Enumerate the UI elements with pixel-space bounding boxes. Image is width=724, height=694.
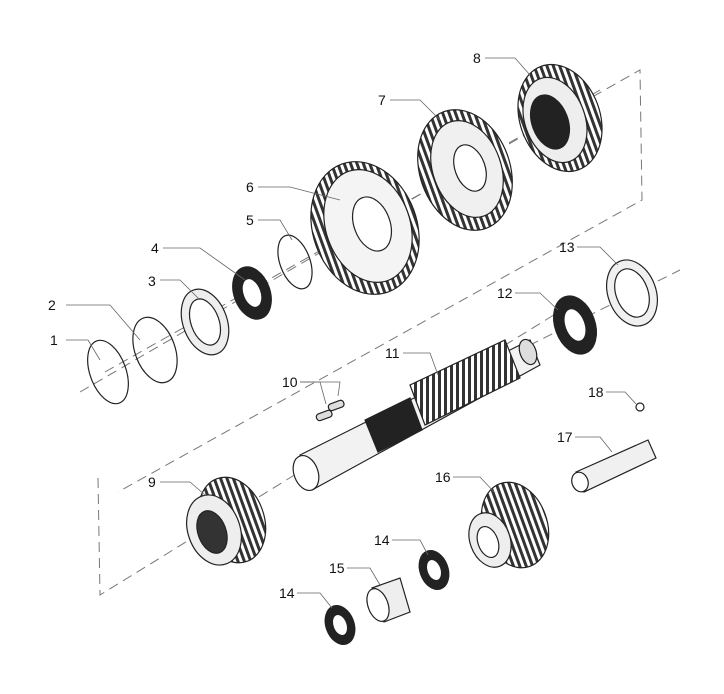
- callout-9: 9: [148, 474, 156, 490]
- snap-ring-part-5: [277, 234, 313, 290]
- bearing-race-part-13: [606, 259, 658, 327]
- gear-part-8: [517, 63, 603, 173]
- callout-14-upper: 14: [374, 532, 390, 548]
- callout-14-lower: 14: [279, 585, 295, 601]
- callout-4: 4: [151, 240, 159, 256]
- leader-lines: [66, 57, 637, 609]
- snap-ring-part-1: [87, 339, 129, 405]
- callout-7: 7: [378, 92, 386, 108]
- callout-1: 1: [50, 332, 58, 348]
- bearing-part-12: [552, 295, 598, 355]
- callout-3: 3: [148, 273, 156, 289]
- needle-bearing-part-4: [232, 266, 272, 320]
- needle-bearing-part-14-upper: [418, 550, 450, 590]
- keys-part-10: [315, 399, 345, 422]
- gear-part-9: [186, 476, 267, 566]
- large-gear-part-6: [310, 161, 420, 295]
- bearing-race-part-3: [180, 288, 230, 356]
- callout-6: 6: [246, 179, 254, 195]
- ball-part-18: [635, 402, 645, 412]
- callout-5: 5: [246, 212, 254, 228]
- callout-2: 2: [48, 297, 56, 313]
- callout-16: 16: [435, 469, 451, 485]
- upper-axis-line: [79, 89, 601, 393]
- callout-11: 11: [385, 345, 400, 361]
- callout-12: 12: [497, 285, 513, 301]
- gear-part-7: [417, 109, 513, 231]
- needle-bearing-part-14-lower: [324, 605, 356, 645]
- pin-part-17: [571, 439, 657, 493]
- ring-part-2: [132, 316, 178, 384]
- callout-10: 10: [282, 374, 298, 390]
- callout-18: 18: [588, 384, 604, 400]
- main-shaft-part-11: [292, 338, 541, 492]
- callout-8: 8: [473, 50, 481, 66]
- callout-13: 13: [559, 239, 575, 255]
- callout-17: 17: [557, 429, 573, 445]
- callout-15: 15: [329, 560, 345, 576]
- bushing-part-15: [366, 577, 411, 623]
- gear-part-16: [468, 481, 550, 569]
